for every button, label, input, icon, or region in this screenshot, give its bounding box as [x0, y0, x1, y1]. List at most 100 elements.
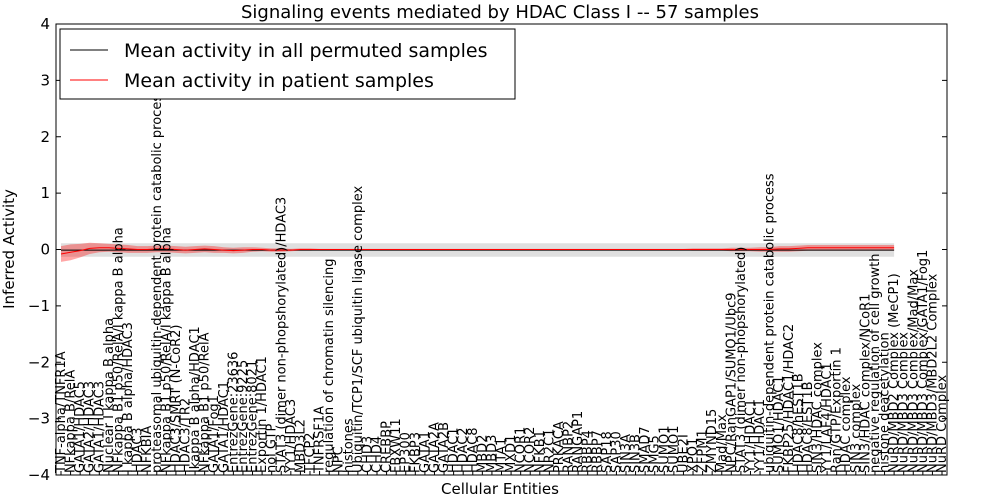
x-tick-label: EntrezGene:8021	[246, 360, 261, 473]
x-tick-label: histone deacetylation	[878, 332, 893, 473]
legend-label-patient: Mean activity in patient samples	[124, 70, 434, 92]
x-tick-label: RANBP2	[562, 421, 577, 473]
x-tick-label: CHD3	[360, 436, 375, 473]
x-tick-label: FBXW11	[389, 418, 404, 473]
x-tick-label: ZFPM1	[696, 429, 711, 473]
y-axis-label: Inferred Activity	[0, 189, 18, 309]
x-tick-label: SMG5	[648, 435, 663, 473]
x-tick-label: GATA2/HDAC3	[83, 381, 98, 473]
x-tick-label: ZMYND15	[705, 409, 720, 473]
x-tick-label: GATA1	[418, 431, 433, 473]
x-tick-label: TFCP2	[303, 432, 318, 474]
x-tick-label: histones	[341, 418, 356, 473]
x-tick-label: HDAC complex	[839, 376, 854, 473]
x-tick-label: SUMO1	[657, 426, 672, 474]
plot-area-frame	[55, 23, 948, 476]
y-tick-label: 4	[40, 15, 50, 33]
x-tick-label: nol GTP	[265, 424, 280, 473]
x-tick-label: CHD4	[370, 436, 385, 473]
x-tick-label: GATA1/Fog1	[207, 395, 222, 473]
x-tick-label: NFKB1	[533, 430, 548, 473]
x-tick-label: SIN3B	[629, 434, 644, 473]
x-tick-label: MXD1	[504, 435, 519, 473]
x-tick-label: HDAC3/TR2	[179, 398, 194, 473]
x-axis-label: Cellular Entities	[441, 480, 559, 498]
x-tick-label: MBD2	[475, 435, 490, 473]
x-tick-label: YY1/LAF4/HDAC1	[820, 362, 835, 474]
x-tick-label: NuRD/MBD3 Complex/GATA1/Fog1	[916, 250, 931, 473]
y-tick-label: 3	[40, 71, 50, 89]
x-tick-label: SUMO1	[667, 426, 682, 474]
x-tick-label: RBBP7	[590, 430, 605, 473]
x-tick-label: MBD3	[485, 435, 500, 473]
y-tick-label: 0	[40, 241, 50, 259]
series-line-patient	[60, 247, 895, 255]
x-tick-label: RBBP4	[581, 430, 596, 473]
x-tick-label: HDAC3	[131, 427, 146, 473]
lines-layer	[60, 247, 895, 255]
x-tick-label: NFkappa B1 p50/RelA/I kappa B alpha	[112, 227, 127, 473]
x-tick-label: MBD3L2	[293, 419, 308, 473]
x-tick-label: FKBP3	[408, 432, 423, 473]
x-tick-label: HDAC2	[456, 427, 471, 473]
y-tick-label: −1	[28, 297, 50, 315]
x-tick-label: HDAC8/hEST1B	[791, 373, 806, 473]
x-tick-label: Mad/Max	[715, 414, 730, 473]
x-tick-label: I kappa B alpha/HDAC3	[121, 322, 136, 473]
x-tick-label: RANGAP1	[571, 411, 586, 473]
y-axis-ticks: −4 −3 −2 −1 0 1 2 3 4	[28, 15, 947, 484]
x-tick-label: SUMO1/HDAC1	[772, 376, 787, 473]
x-tick-label: MTA1	[495, 438, 510, 473]
x-tick-label: GATA1/HDAC1	[217, 381, 232, 473]
x-tick-label: proteasomal ubiquitin-dependent protein …	[150, 88, 165, 473]
patient-spread-band	[61, 242, 895, 262]
x-tick-label: Nuclear I kappa B alpha	[102, 318, 117, 473]
x-tick-label: HDAC8	[466, 427, 481, 473]
y-tick-label: 2	[40, 128, 50, 146]
y-tick-label: −4	[28, 466, 50, 484]
x-tick-label: GATA1/HDAC5	[73, 381, 88, 473]
x-tick-label: NR2C1	[542, 429, 557, 473]
x-tick-label: SMAD7	[638, 426, 653, 473]
x-tick-label: SAP30	[609, 431, 624, 473]
x-tick-label: NPC	[332, 446, 347, 473]
x-tick-label: XPO1	[686, 438, 701, 473]
x-tick-label: NCOR1	[514, 427, 529, 473]
x-tick-label: Ikappa B alpha/HDAC1	[188, 326, 203, 473]
x-tick-label: STAT3 (dimer non-phopshorylated)	[734, 247, 749, 473]
x-tick-label: GATA1/HDAC3	[92, 381, 107, 473]
x-tick-label: HDAC1	[447, 427, 462, 473]
chart-title: Signaling events mediated by HDAC Class …	[241, 2, 759, 23]
x-tick-label: NCOR2	[523, 427, 538, 473]
y-tick-label: −2	[28, 353, 50, 371]
x-tick-label: NuRD/MBD3/MBD2L2 Complex	[925, 273, 940, 473]
y-tick-label: 1	[40, 184, 50, 202]
x-tick-label: Ran/GTP/Exportin 1	[830, 347, 845, 473]
x-tick-label: YY1/HDAC3	[284, 399, 299, 474]
x-tick-label: YY1/HDAC1	[753, 399, 768, 474]
x-tick-label: NuRD/MBD3 Complex/Mad/Max	[906, 269, 921, 473]
x-tick-label: NPC/RanGAP1/SUMO1/Ubc9	[724, 292, 739, 472]
x-tick-label: NFkappa B/RelA	[64, 370, 79, 473]
x-tick-label: GATA2B	[437, 422, 452, 473]
x-tick-label: EntrezGene:23636	[226, 352, 241, 473]
x-tick-label: NFkappa B1 p50/RelA/I kappa B alpha	[159, 227, 174, 473]
x-tick-label: EntrezGene:9225	[236, 360, 251, 473]
x-tick-label: regulation of chromatin silencing	[322, 259, 337, 473]
x-tick-label: NuRD Complex	[935, 375, 950, 473]
x-tick-label: YY1/HDAC1	[744, 399, 759, 474]
x-tick-label: NuRD/MBD2 Complex (MeCP1)	[887, 273, 902, 473]
y-tick-label: −3	[28, 410, 50, 428]
x-tick-label: ubiquitin-dependent protein catabolic pr…	[763, 173, 778, 473]
x-tick-label: SAP18	[600, 431, 615, 473]
x-tick-label: FKBP25/HDAC1/HDAC2	[782, 324, 797, 473]
x-tick-label: PRKACA	[552, 421, 567, 473]
legend: Mean activity in all permuted samples Me…	[59, 28, 516, 100]
x-tick-label: NFkappa B1 p50/RelA	[198, 332, 213, 473]
x-tick-label: SIN3A	[619, 434, 634, 473]
x-tick-label: UBE2I	[676, 434, 691, 473]
x-tick-label: GATA2A	[428, 422, 443, 473]
x-tick-label: HDAC8/EST1B	[801, 381, 816, 473]
